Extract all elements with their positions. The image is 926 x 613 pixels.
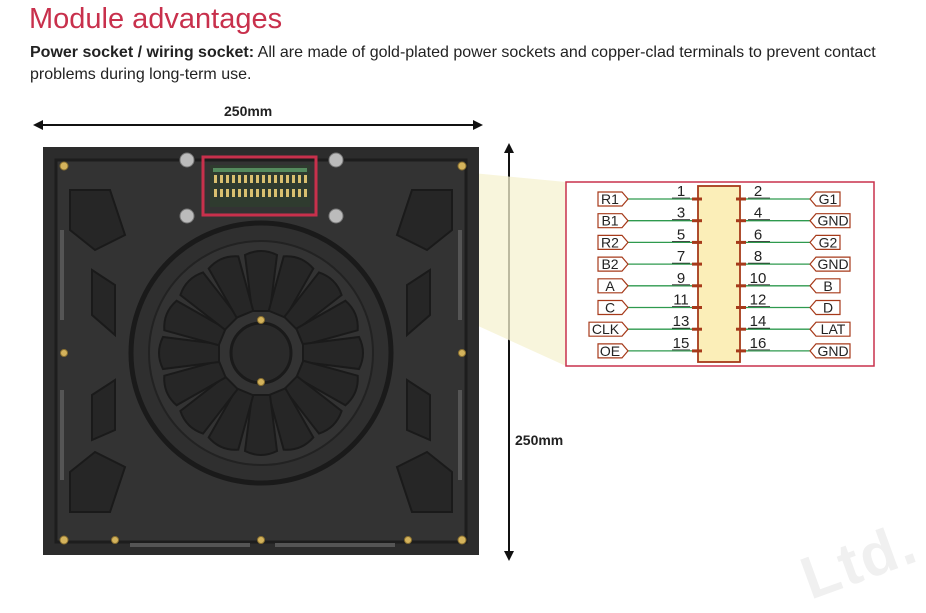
signal-label-r2: R2: [601, 234, 619, 250]
signal-label-oe: OE: [600, 343, 620, 359]
signal-label-gnd: GND: [817, 256, 848, 272]
pin-number-8: 8: [754, 248, 762, 265]
signal-label-d: D: [823, 300, 833, 316]
pin-number-15: 15: [673, 335, 690, 352]
pin-number-5: 5: [677, 226, 685, 243]
signal-label-b: B: [823, 278, 832, 294]
page-title: Module advantages: [29, 3, 283, 35]
pin-number-14: 14: [750, 313, 767, 330]
signal-label-gnd: GND: [817, 213, 848, 229]
height-dimension-label: 250mm: [515, 432, 564, 448]
signal-label-clk: CLK: [592, 321, 620, 337]
signal-label-b2: B2: [601, 256, 618, 272]
pin-number-10: 10: [750, 270, 767, 287]
signal-label-c: C: [605, 300, 615, 316]
width-dimension-label: 250mm: [224, 103, 273, 119]
pin-number-4: 4: [754, 205, 762, 222]
pin-number-3: 3: [677, 205, 685, 222]
led-module-photo: [43, 147, 479, 555]
description-text: All are made of gold-plated power socket…: [30, 44, 876, 83]
socket-highlight-box: [201, 155, 318, 217]
pin-number-11: 11: [673, 292, 689, 309]
pin-number-6: 6: [754, 226, 762, 243]
pin-number-12: 12: [750, 292, 767, 309]
pin-number-9: 9: [677, 270, 685, 287]
description-bold: Power socket / wiring socket:: [30, 44, 255, 61]
description: Power socket / wiring socket: All are ma…: [30, 42, 900, 86]
connector-body: [697, 185, 741, 363]
signal-label-gnd: GND: [817, 343, 848, 359]
pin-number-13: 13: [673, 313, 690, 330]
signal-label-g1: G1: [819, 191, 838, 207]
signal-label-a: A: [605, 278, 615, 294]
signal-label-b1: B1: [601, 213, 618, 229]
signal-label-r1: R1: [601, 191, 619, 207]
signal-label-lat: LAT: [821, 321, 846, 337]
pin-number-2: 2: [754, 183, 762, 200]
pin-number-16: 16: [750, 335, 767, 352]
pin-number-7: 7: [677, 248, 685, 265]
pin-number-1: 1: [677, 183, 685, 200]
signal-label-g2: G2: [819, 234, 838, 250]
